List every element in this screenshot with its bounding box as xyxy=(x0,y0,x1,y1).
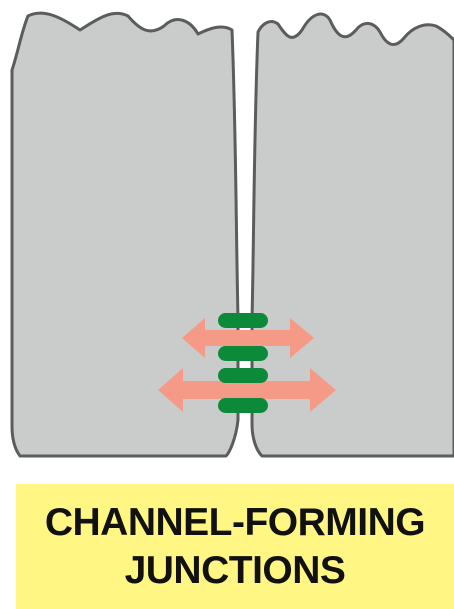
junction-channel xyxy=(218,368,268,383)
caption-banner: CHANNEL-FORMING JUNCTIONS xyxy=(16,484,454,609)
cell-junction-illustration xyxy=(0,0,454,470)
caption-line-2: JUNCTIONS xyxy=(125,547,346,595)
junction-channel xyxy=(218,313,268,328)
junction-channel xyxy=(218,346,268,361)
caption-line-1: CHANNEL-FORMING xyxy=(45,499,425,547)
junction-channel xyxy=(218,398,268,413)
